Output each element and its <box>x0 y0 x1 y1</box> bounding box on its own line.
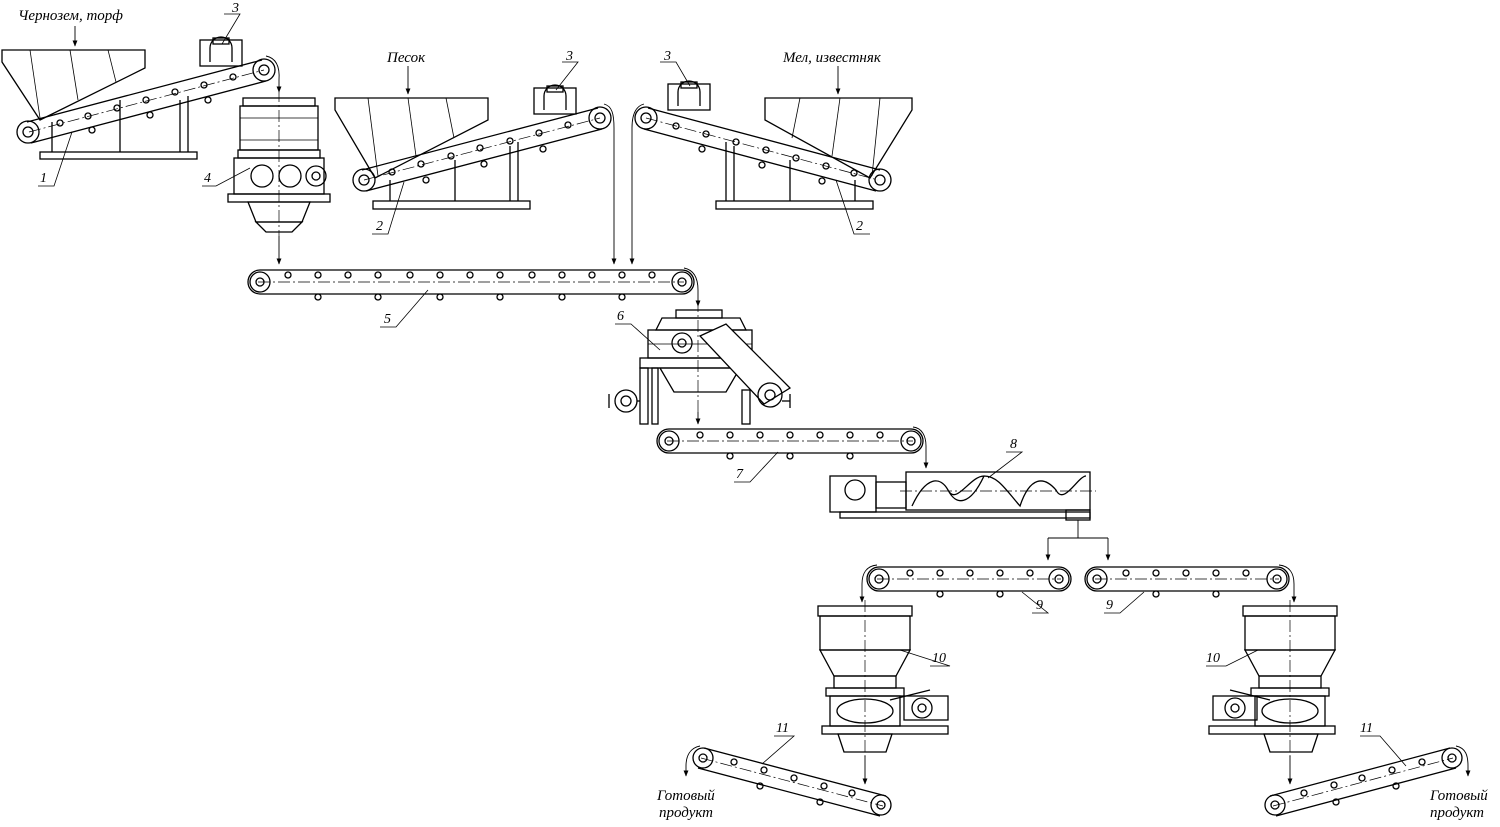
flow-arrows <box>72 26 1471 785</box>
hopper-sand <box>334 97 531 210</box>
crusher-4 <box>227 90 331 236</box>
conveyor-7 <box>656 428 924 460</box>
num-11-right: 11 <box>1360 721 1373 736</box>
num-3-c: 3 <box>663 49 671 64</box>
conveyor-11-left <box>692 747 892 817</box>
label-product-right-1: Готовый <box>1429 788 1488 804</box>
num-9-right: 9 <box>1106 598 1113 613</box>
magnet-separator-3 <box>667 80 711 111</box>
num-10-right: 10 <box>1206 651 1220 666</box>
num-11-left: 11 <box>776 721 789 736</box>
granulator-10-right <box>1208 600 1338 760</box>
magnet-separator-1 <box>199 36 243 67</box>
num-10-left: 10 <box>932 651 946 666</box>
conveyor-9-left <box>866 566 1072 598</box>
magnet-separator-2 <box>533 84 577 115</box>
conveyor-1 <box>16 58 276 144</box>
num-5: 5 <box>384 312 391 327</box>
num-1: 1 <box>40 171 47 186</box>
leader-lines <box>38 13 1407 767</box>
num-9-left: 9 <box>1036 598 1043 613</box>
hopper-chalk <box>715 97 913 210</box>
num-2-right: 2 <box>856 219 863 234</box>
label-chernozem: Чернозем, торф <box>18 8 123 24</box>
conveyor-5 <box>247 269 695 301</box>
label-sand: Песок <box>386 50 426 66</box>
num-6: 6 <box>617 309 624 324</box>
num-3-b: 3 <box>565 49 573 64</box>
num-8: 8 <box>1010 437 1017 452</box>
label-chalk: Мел, известняк <box>782 50 882 66</box>
num-3-a: 3 <box>231 1 239 16</box>
conveyor-2-right <box>634 106 892 192</box>
conveyor-9-right <box>1084 566 1290 598</box>
label-product-right-2: продукт <box>1430 805 1484 821</box>
label-product-left-1: Готовый <box>656 788 715 804</box>
screw-mixer-8 <box>829 471 1096 521</box>
hopper-chernozem <box>1 49 198 160</box>
conveyor-2-left <box>352 106 612 192</box>
num-4: 4 <box>204 171 211 186</box>
num-2-left: 2 <box>376 219 383 234</box>
grinder-6 <box>608 300 792 425</box>
label-product-left-2: продукт <box>659 805 713 821</box>
num-7: 7 <box>736 467 744 482</box>
conveyor-11-right <box>1264 747 1463 817</box>
granulator-10-left <box>817 600 949 760</box>
